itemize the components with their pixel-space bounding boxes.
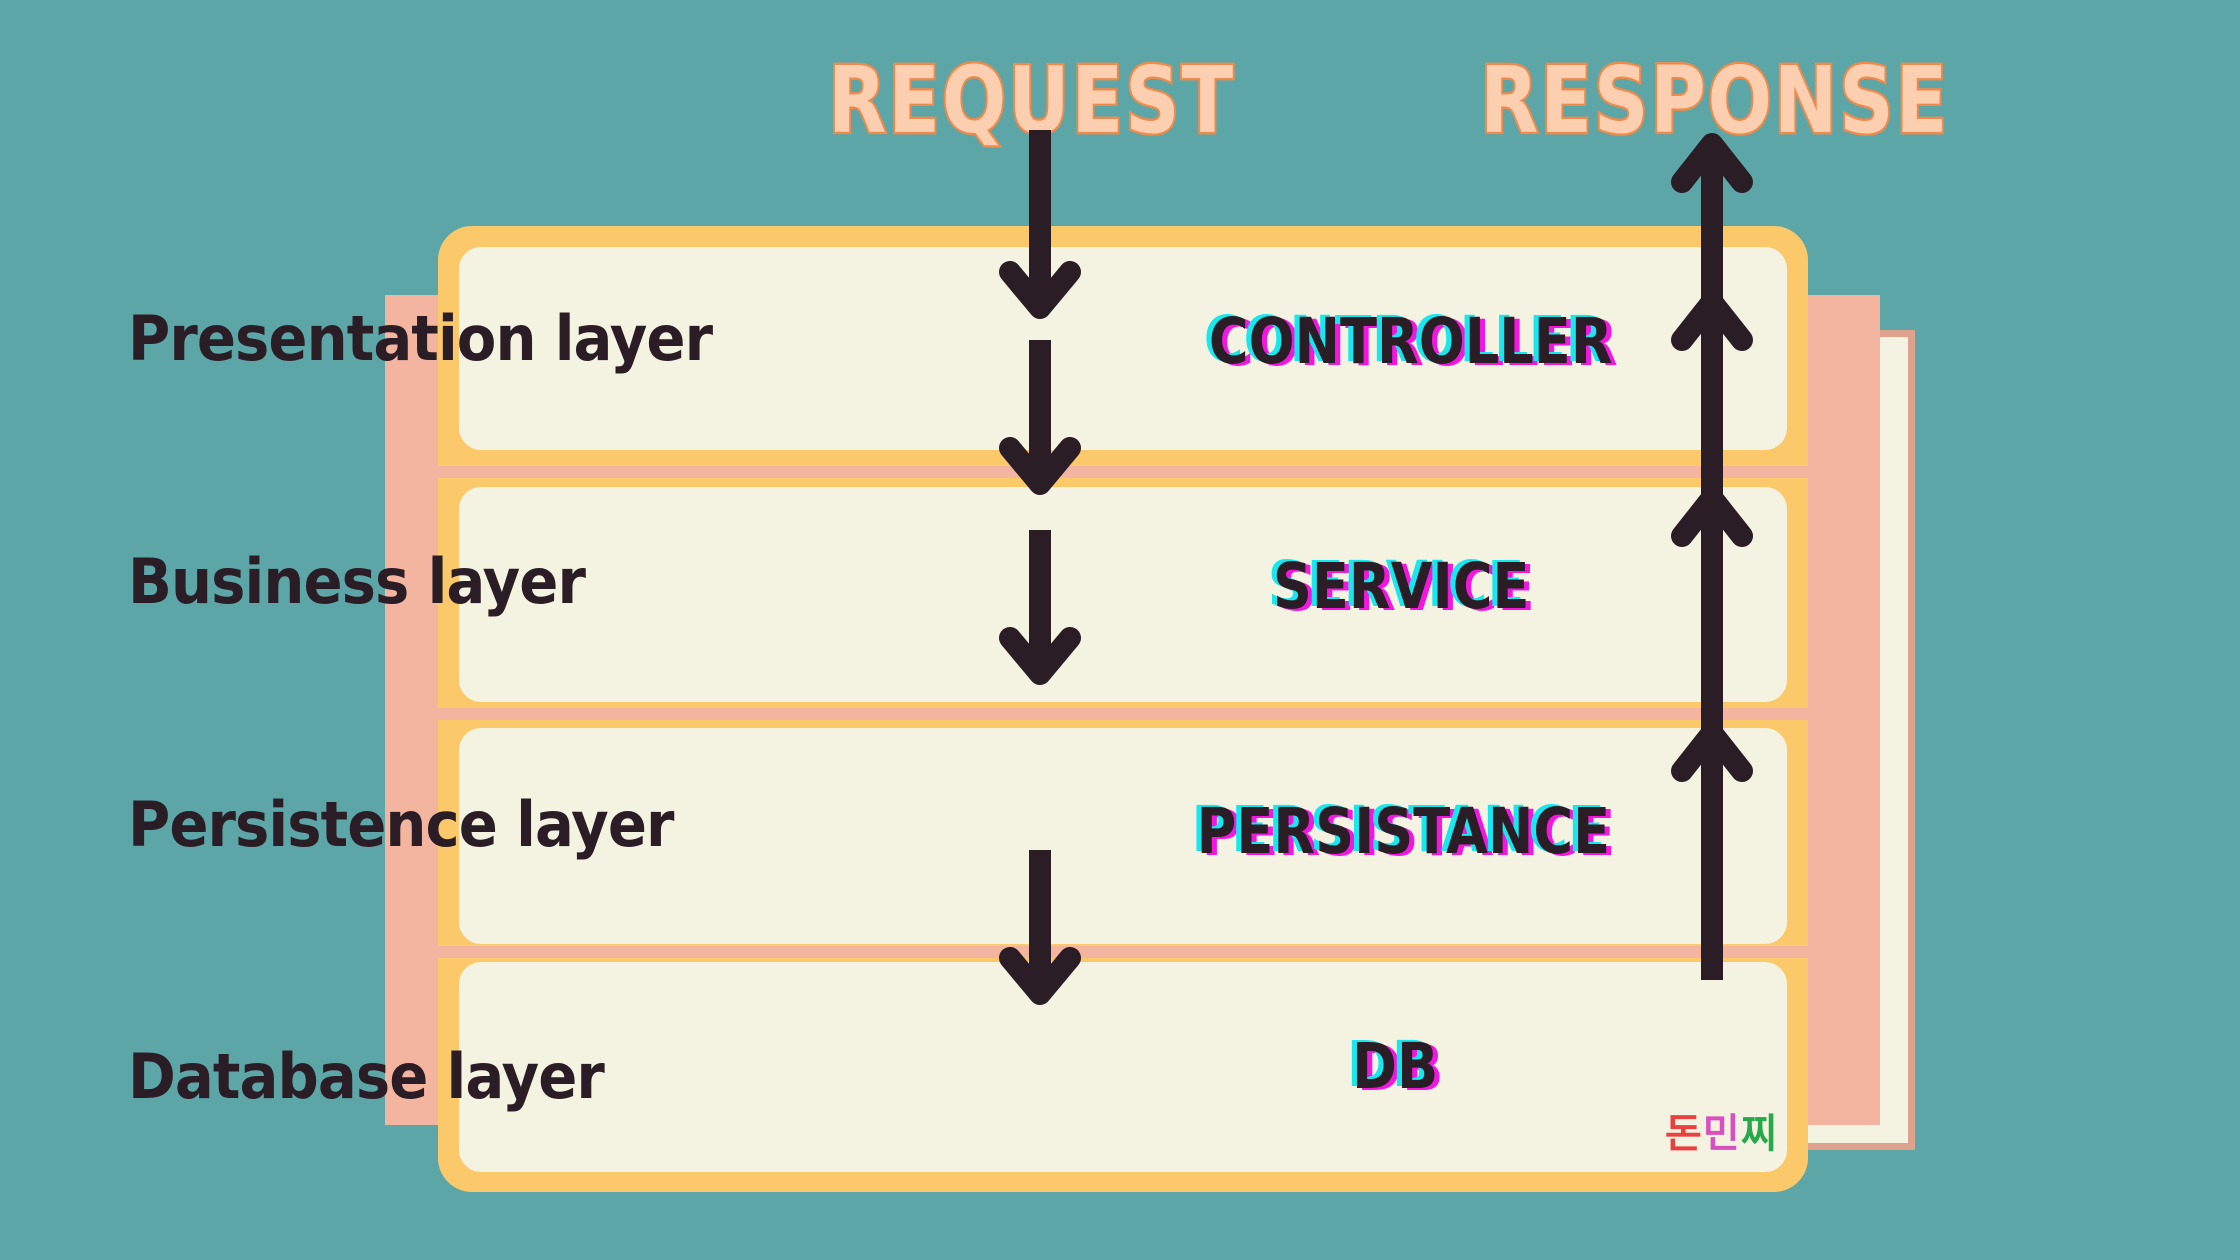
row-seam-1 — [438, 466, 1808, 478]
layer-row-presentation[interactable] — [459, 247, 1787, 450]
layer-label-presentation: Presentation layer — [128, 302, 713, 375]
row-seam-2 — [438, 708, 1808, 720]
watermark-char-2: 민 — [1702, 1111, 1741, 1157]
response-arrow-group — [1671, 133, 1753, 980]
layer-row-database[interactable] — [459, 962, 1787, 1172]
watermark-char-1: 돈 — [1665, 1111, 1703, 1157]
component-name-controller: CONTROLLER — [1208, 305, 1613, 378]
layer-label-database: Database layer — [128, 1040, 605, 1113]
layer-row-persistence[interactable] — [459, 728, 1787, 944]
row-seam-3 — [438, 946, 1808, 958]
layer-row-business[interactable] — [459, 487, 1787, 702]
component-name-persistance: PERSISTANCE — [1196, 795, 1611, 868]
layer-label-persistence: Persistence layer — [128, 788, 674, 861]
component-name-service: SERVICE — [1272, 550, 1530, 623]
watermark-char-3: 찌 — [1740, 1111, 1779, 1157]
layer-label-business: Business layer — [128, 545, 586, 618]
watermark-signature: 돈민찌 — [1665, 1114, 1778, 1154]
component-name-db: DB — [1352, 1030, 1439, 1103]
request-arrow-group — [999, 130, 1081, 1005]
